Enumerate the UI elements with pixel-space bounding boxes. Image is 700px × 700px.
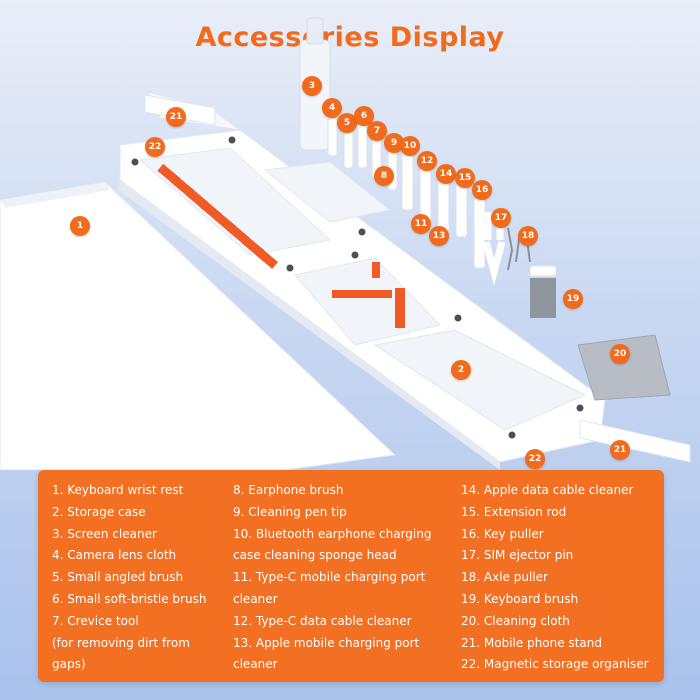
callout-badge: 22 bbox=[145, 137, 165, 157]
callout-badge: 5 bbox=[337, 113, 357, 133]
legend-item: 9. Cleaning pen tip bbox=[233, 504, 347, 519]
callout-badge: 9 bbox=[384, 133, 404, 153]
legend-item: cleaner bbox=[233, 591, 278, 606]
product-illustration bbox=[0, 17, 691, 470]
legend-item: case cleaning sponge head bbox=[233, 548, 397, 563]
legend-item: (for removing dirt from bbox=[52, 635, 190, 650]
legend-item: cleaner bbox=[233, 657, 278, 672]
phone-stand-bottom bbox=[579, 419, 691, 463]
callout-badge: 10 bbox=[400, 136, 420, 156]
legend-item: 4. Camera lens cloth bbox=[52, 548, 177, 563]
callout-badge: 7 bbox=[367, 121, 387, 141]
callout-badge: 15 bbox=[455, 168, 475, 188]
callout-badge: 11 bbox=[411, 214, 431, 234]
legend-item: 5. Small angled brush bbox=[52, 570, 184, 585]
legend-item: 16. Key puller bbox=[461, 526, 544, 541]
callout-badge: 12 bbox=[417, 151, 437, 171]
legend-item: 18. Axle puller bbox=[461, 570, 548, 585]
legend-item: 14. Apple data cable cleaner bbox=[461, 483, 634, 497]
legend-item: gaps) bbox=[52, 657, 86, 672]
legend-item: 11. Type-C mobile charging port bbox=[233, 570, 426, 585]
page-title: Accessories Display bbox=[195, 22, 505, 53]
cleaning-cloth bbox=[577, 334, 671, 401]
legend-item: 1. Keyboard wrist rest bbox=[52, 483, 184, 497]
legend-item: 19. Keyboard brush bbox=[461, 591, 579, 606]
callout-badge: 21 bbox=[610, 440, 630, 460]
callout-badge: 3 bbox=[302, 76, 322, 96]
callout-badge: 20 bbox=[610, 344, 630, 364]
legend-column-3: 14. Apple data cable cleaner 15. Extensi… bbox=[461, 480, 649, 676]
callout-badge: 17 bbox=[491, 208, 511, 228]
legend-item: 2. Storage case bbox=[52, 504, 146, 519]
legend-item: 13. Apple mobile charging port bbox=[233, 635, 420, 650]
legend-item: 12. Type-C data cable cleaner bbox=[233, 613, 412, 628]
legend-item: 17. SIM ejector pin bbox=[461, 548, 574, 563]
legend-item: 7. Crevice tool bbox=[52, 613, 139, 628]
callout-badge: 1 bbox=[70, 216, 90, 236]
callout-badge: 22 bbox=[525, 449, 545, 469]
legend-panel: 1. Keyboard wrist rest 2. Storage case 3… bbox=[38, 470, 664, 682]
callout-badge: 14 bbox=[436, 164, 456, 184]
legend-item: 3. Screen cleaner bbox=[52, 526, 157, 541]
legend-column-1: 1. Keyboard wrist rest 2. Storage case 3… bbox=[52, 480, 206, 676]
legend-item: 6. Small soft-bristle brush bbox=[52, 591, 207, 606]
callout-badge: 18 bbox=[518, 226, 538, 246]
callout-badge: 4 bbox=[322, 98, 342, 118]
callout-badge: 8 bbox=[374, 166, 394, 186]
callout-badge: 2 bbox=[451, 360, 471, 380]
legend-column-2: 8. Earphone brush 9. Cleaning pen tip 10… bbox=[233, 480, 431, 676]
legend-item: 21. Mobile phone stand bbox=[461, 635, 602, 650]
legend-item: 8. Earphone brush bbox=[233, 483, 344, 497]
legend-item: 10. Bluetooth earphone charging bbox=[233, 526, 432, 541]
callout-badge: 6 bbox=[354, 106, 374, 126]
callout-badge: 16 bbox=[472, 180, 492, 200]
callout-badge: 19 bbox=[563, 289, 583, 309]
legend-item: 15. Extension rod bbox=[461, 504, 567, 519]
callout-badge: 21 bbox=[166, 107, 186, 127]
callout-badge: 13 bbox=[429, 226, 449, 246]
legend-item: 22. Magnetic storage organiser bbox=[461, 657, 649, 672]
legend-item: 20. Cleaning cloth bbox=[461, 613, 570, 628]
